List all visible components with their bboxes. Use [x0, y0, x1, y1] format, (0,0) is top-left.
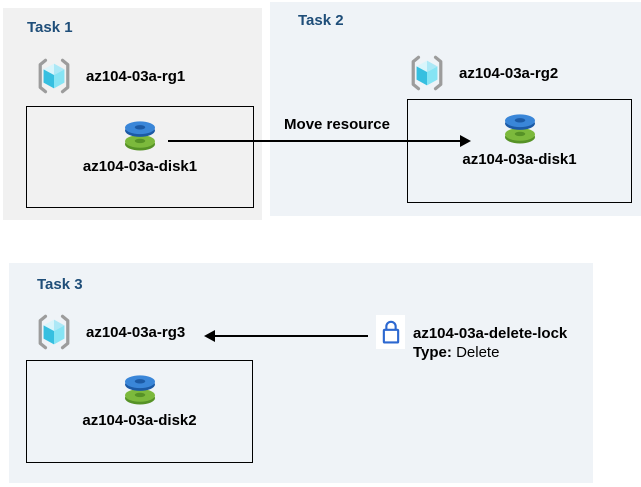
task2-resource-group-row: az104-03a-rg2: [406, 54, 558, 92]
task2-resource-box: az104-03a-disk1: [407, 99, 632, 203]
lock-type-line: Type: Delete: [413, 343, 567, 362]
move-arrow-head-icon: [460, 135, 471, 147]
task3-resource-group-row: az104-03a-rg3: [33, 313, 185, 351]
resource-group-icon: [411, 55, 443, 91]
disk-icon: [504, 114, 535, 144]
task1-title: Task 1: [27, 19, 73, 36]
lock-arrow-head-icon: [204, 330, 215, 342]
task3-resource-box: az104-03a-disk2: [26, 360, 253, 463]
lock-type-value: Delete: [456, 344, 500, 361]
lock-type-label: Type:: [413, 344, 452, 361]
resource-group-icon: [38, 314, 70, 350]
lock-name: az104-03a-delete-lock: [413, 325, 568, 342]
task1-resource-group-row: az104-03a-rg1: [33, 57, 185, 95]
lock-annotation: az104-03a-delete-lock Type: Delete: [413, 324, 567, 362]
lock-arrow-line: [214, 335, 368, 337]
disk-icon: [125, 121, 155, 151]
task2-title: Task 2: [298, 12, 344, 29]
move-arrow-line: [168, 140, 462, 142]
task2-panel: Task 2 az104-03a-rg2 az104-03a-disk: [270, 2, 641, 216]
task1-disk-name: az104-03a-disk1: [82, 158, 198, 175]
move-arrow-label: Move resource: [284, 116, 390, 133]
task1-resource-group-name: az104-03a-rg1: [86, 67, 186, 85]
task3-disk-name: az104-03a-disk2: [82, 412, 197, 429]
task3-title: Task 3: [37, 276, 83, 293]
lock-badge: [376, 315, 405, 349]
task1-resource-box: az104-03a-disk1: [26, 106, 254, 208]
disk-icon: [124, 375, 155, 405]
lock-icon: [382, 320, 399, 344]
task2-disk-name: az104-03a-disk1: [462, 151, 577, 168]
task3-resource-group-name: az104-03a-rg3: [86, 323, 186, 341]
task3-panel: Task 3 az104-03a-rg3 az104-03a-disk: [9, 263, 593, 483]
resource-group-icon: [38, 58, 70, 94]
task2-resource-group-name: az104-03a-rg2: [459, 64, 559, 82]
task1-panel: Task 1 az104-03a-rg1 az104-03a-disk: [3, 8, 262, 220]
